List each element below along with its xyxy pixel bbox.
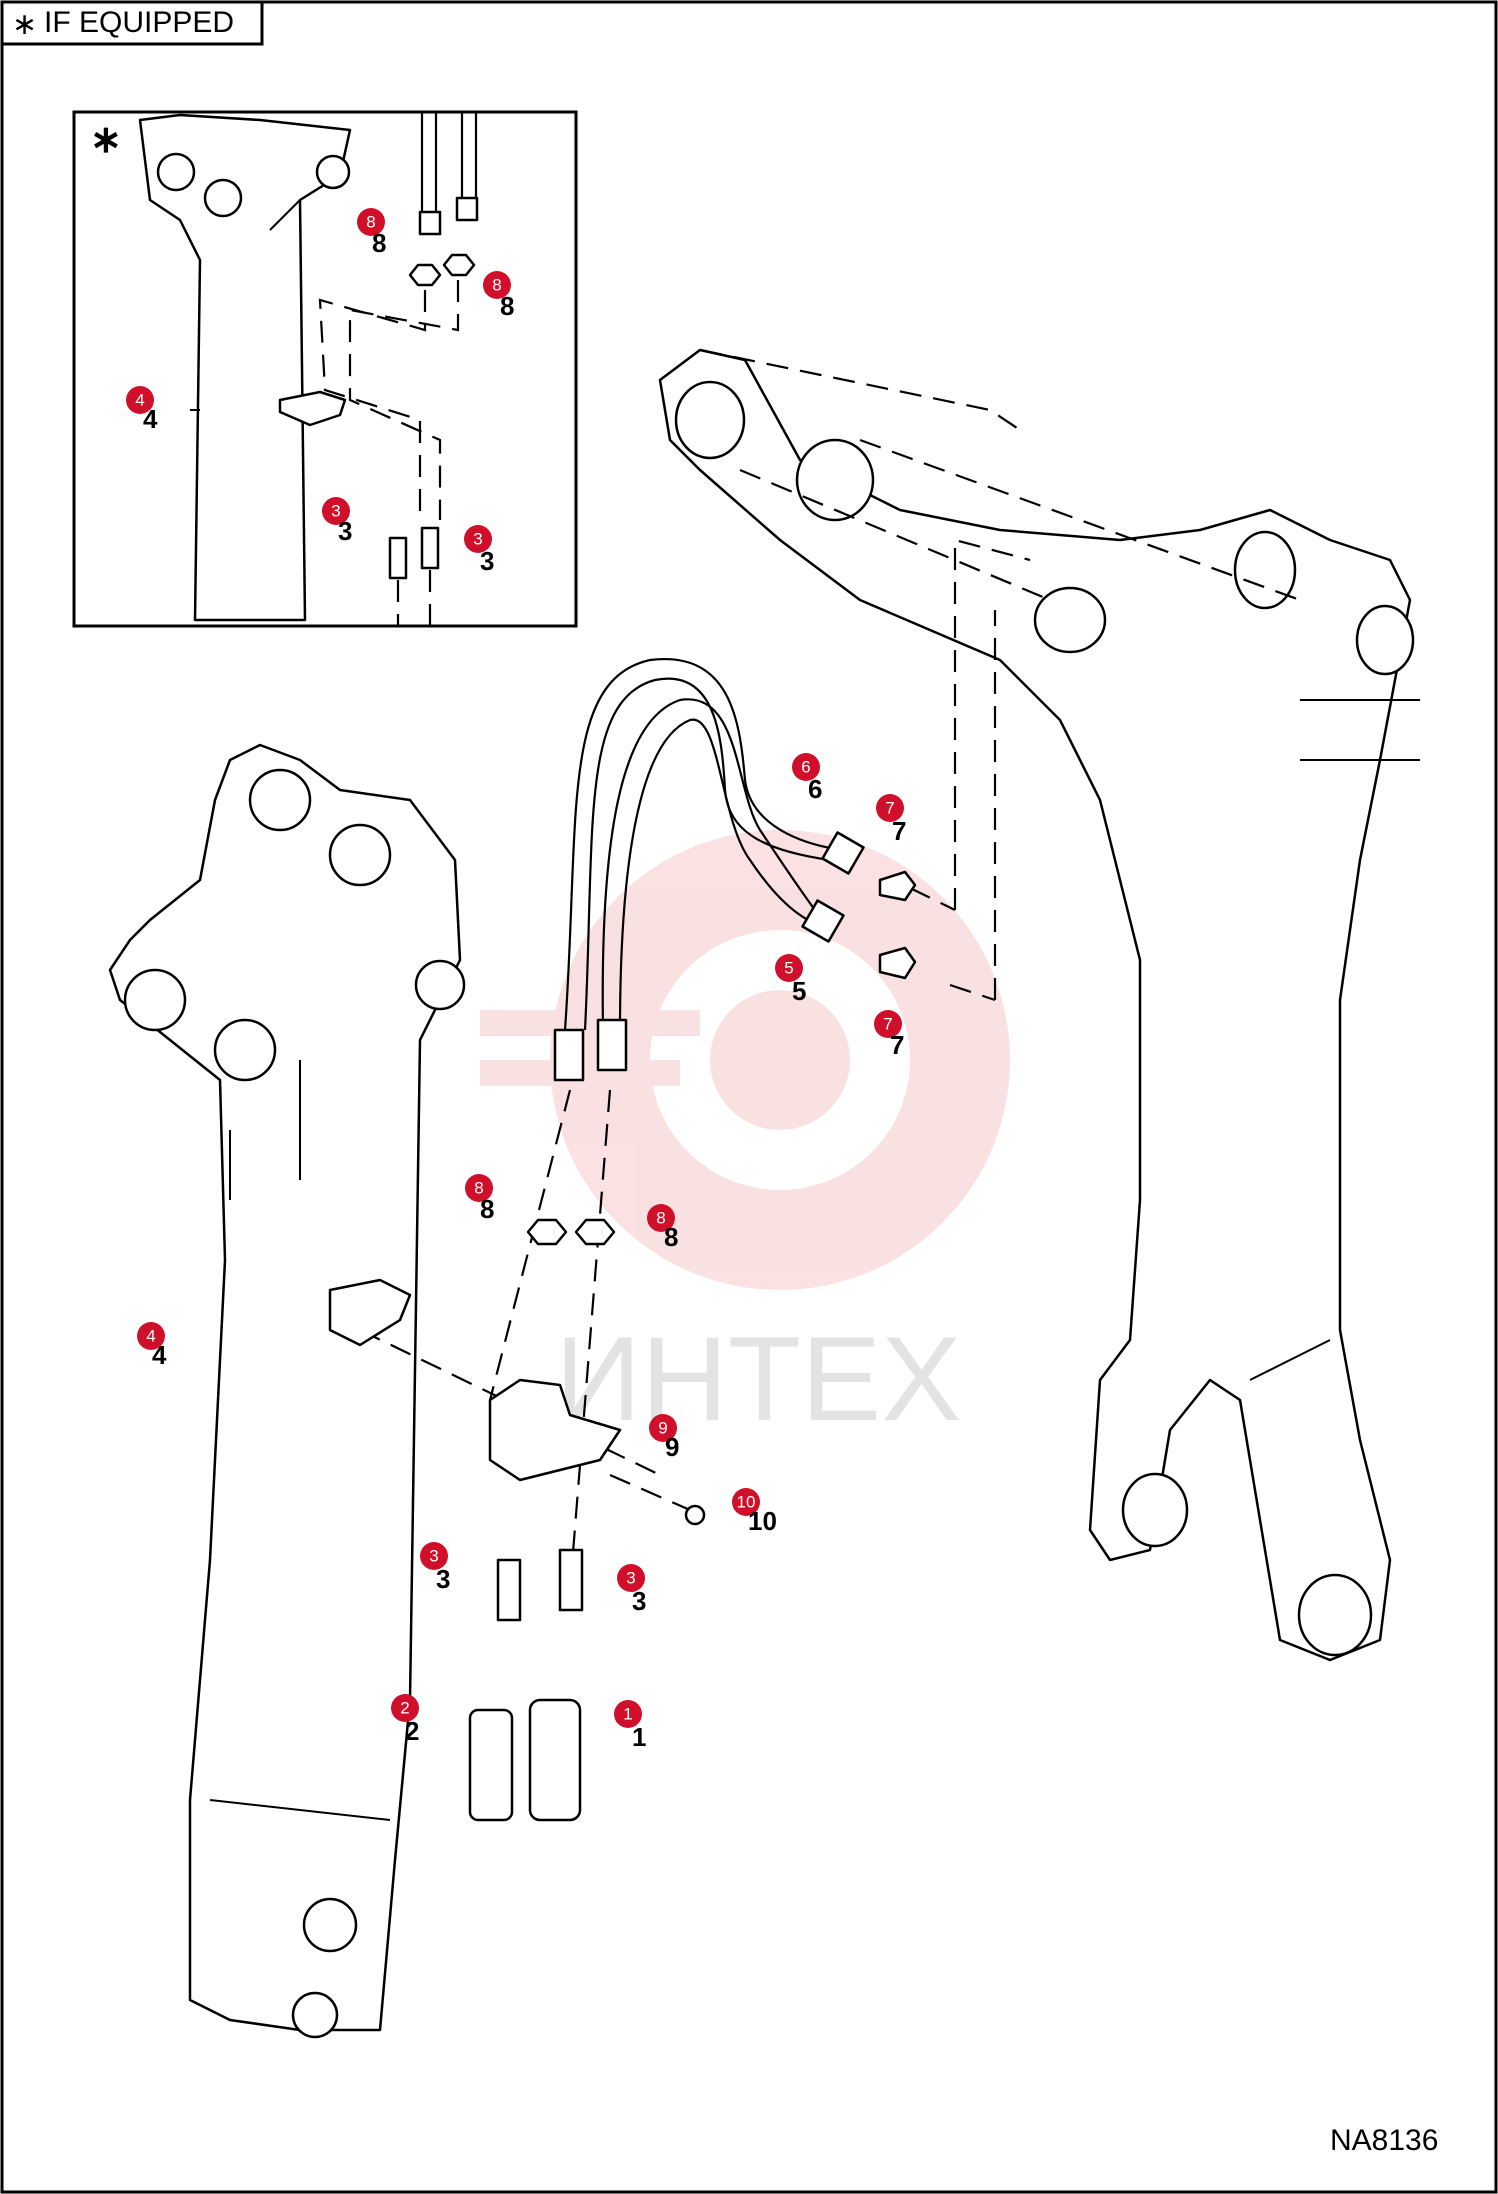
if-equipped-symbol: ∗ — [12, 8, 37, 41]
ref-number: 1 — [632, 1722, 646, 1752]
callout-badge: 5 — [775, 954, 803, 982]
inset-callouts: 8 8 8 8 4 4 3 3 3 3 — [126, 208, 514, 576]
main-arm — [658, 348, 1420, 1662]
svg-text:7: 7 — [885, 799, 894, 818]
inset-marker: ∗ — [90, 119, 122, 161]
main-hoses — [553, 657, 917, 1082]
svg-text:3: 3 — [626, 1569, 635, 1588]
callout-badge: 7 — [876, 794, 904, 822]
callout-badge: 9 — [649, 1414, 677, 1442]
ref-number: 5 — [792, 976, 806, 1006]
fittings — [328, 1218, 706, 1822]
ref-number: 3 — [338, 516, 352, 546]
ref-number: 8 — [500, 291, 514, 321]
ref-number: 6 — [808, 774, 822, 804]
ref-number: 8 — [480, 1194, 494, 1224]
callout-badge: 3 — [464, 525, 492, 553]
callout-badge: 4 — [126, 386, 154, 414]
main-callouts: 1 1 2 2 3 3 3 3 4 4 5 5 6 6 7 7 7 7 8 8 … — [137, 753, 906, 1752]
ref-number: 9 — [665, 1432, 679, 1462]
svg-text:8: 8 — [656, 1209, 665, 1228]
ref-number: 10 — [748, 1506, 777, 1536]
inset-boom — [138, 112, 479, 625]
svg-text:8: 8 — [474, 1179, 483, 1198]
watermark-text: ИНТЕХ — [555, 1312, 961, 1446]
ref-number: 4 — [152, 1340, 167, 1370]
callout-badge: 6 — [792, 753, 820, 781]
svg-text:2: 2 — [400, 1699, 409, 1718]
figure-code: NA8136 — [1330, 2124, 1438, 2157]
svg-text:9: 9 — [658, 1419, 667, 1438]
callout-badge: 2 — [391, 1694, 419, 1722]
callout-badge: 8 — [357, 208, 385, 236]
assembly-lines — [359, 348, 1301, 1591]
ref-number: 7 — [890, 1030, 904, 1060]
svg-text:5: 5 — [784, 959, 793, 978]
svg-text:8: 8 — [366, 213, 375, 232]
ref-number: 8 — [372, 228, 386, 258]
callout-badge: 3 — [420, 1542, 448, 1570]
ref-number: 3 — [436, 1564, 450, 1594]
callout-badge: 4 — [137, 1322, 165, 1350]
if-equipped-box — [0, 0, 264, 46]
callout-badge: 3 — [617, 1564, 645, 1592]
svg-text:4: 4 — [135, 391, 144, 410]
svg-text:3: 3 — [473, 530, 482, 549]
svg-text:3: 3 — [331, 502, 340, 521]
watermark-logo — [480, 830, 1010, 1290]
main-boom — [108, 743, 466, 2039]
callout-badge: 8 — [647, 1204, 675, 1232]
svg-text:10: 10 — [737, 1493, 756, 1512]
ref-number: 8 — [664, 1222, 678, 1252]
svg-text:6: 6 — [801, 758, 810, 777]
callout-badge: 1 — [614, 1700, 642, 1728]
ref-number: 3 — [632, 1586, 646, 1616]
if-equipped-label: IF EQUIPPED — [44, 6, 234, 39]
svg-text:3: 3 — [429, 1547, 438, 1566]
svg-text:1: 1 — [623, 1705, 632, 1724]
ref-number: 7 — [892, 816, 906, 846]
ref-number: 4 — [143, 404, 158, 434]
callout-badge: 8 — [465, 1174, 493, 1202]
callout-badge: 8 — [483, 271, 511, 299]
callout-badge: 3 — [322, 497, 350, 525]
svg-text:7: 7 — [883, 1015, 892, 1034]
svg-text:4: 4 — [146, 1327, 155, 1346]
ref-number: 2 — [405, 1716, 419, 1746]
svg-text:8: 8 — [492, 276, 501, 295]
ref-number: 3 — [480, 546, 494, 576]
callout-badge: 7 — [874, 1010, 902, 1038]
callout-badge: 10 — [732, 1488, 760, 1516]
